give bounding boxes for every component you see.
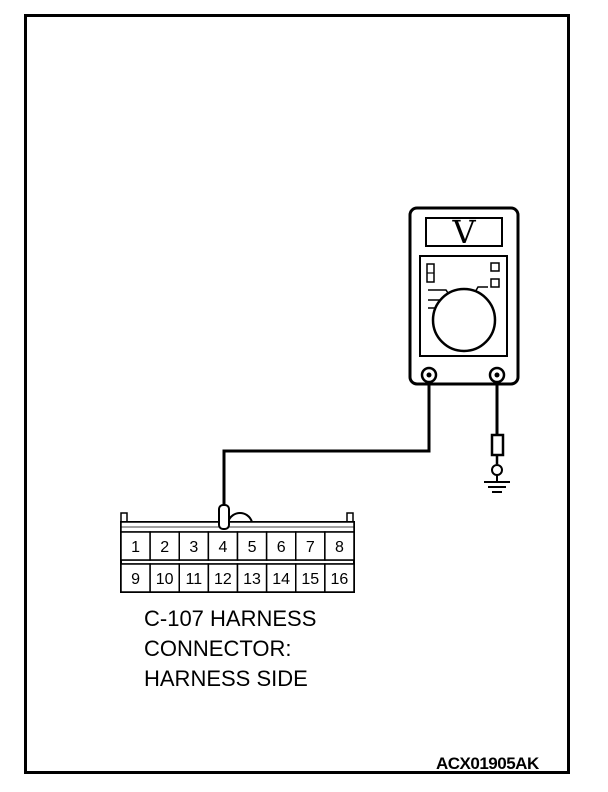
caption-line-1: C-107 HARNESS xyxy=(144,606,317,631)
ground-clip xyxy=(490,433,505,457)
ground-lead xyxy=(484,382,510,493)
pin-label-2: 2 xyxy=(160,539,169,556)
meter-display xyxy=(425,217,503,247)
pin-cell-8 xyxy=(324,531,355,561)
pin-label-3: 3 xyxy=(189,539,198,556)
pin-label-12: 12 xyxy=(214,571,232,588)
pin-label-16: 16 xyxy=(331,571,349,588)
pin-label-7: 7 xyxy=(306,539,315,556)
caption-line-2: CONNECTOR: xyxy=(144,636,292,661)
test-lead-wire xyxy=(222,382,431,508)
probe-loop xyxy=(227,512,253,523)
pin-cell-4 xyxy=(207,531,239,561)
pin-label-4: 4 xyxy=(218,539,227,556)
pin-label-8: 8 xyxy=(335,539,344,556)
pin-label-10: 10 xyxy=(156,571,174,588)
pin-cell-15 xyxy=(295,563,326,593)
caption-line-3: HARNESS SIDE xyxy=(144,666,308,691)
diagram-frame xyxy=(24,14,570,774)
meter-dial-knob xyxy=(431,287,497,353)
pin-label-13: 13 xyxy=(243,571,261,588)
pin-cell-10 xyxy=(149,563,180,593)
pin-label-9: 9 xyxy=(131,571,140,588)
meter-button-mid xyxy=(490,278,500,288)
pin-label-14: 14 xyxy=(272,571,290,588)
pin-label-1: 1 xyxy=(131,539,140,556)
voltmeter: V xyxy=(408,206,520,386)
figure-id: ACX01905AK xyxy=(436,754,539,773)
pin-label-5: 5 xyxy=(248,539,257,556)
pin-cell-12 xyxy=(207,563,239,593)
pin-label-11: 11 xyxy=(186,571,203,588)
pin-label-6: 6 xyxy=(277,539,286,556)
pin-cell-16 xyxy=(324,563,355,593)
pin-label-15: 15 xyxy=(301,571,319,588)
pin-cell-11 xyxy=(178,563,210,593)
pin-cell-7 xyxy=(295,531,326,561)
connector-caption: C-107 HARNESS CONNECTOR: HARNESS SIDE xyxy=(144,604,316,694)
ground-symbol-icon xyxy=(484,475,510,493)
pin-cell-14 xyxy=(265,563,297,593)
meter-button-top xyxy=(490,262,500,272)
pin-cell-2 xyxy=(149,531,180,561)
probe-tip xyxy=(218,504,230,530)
meter-display-text: V xyxy=(451,213,476,251)
pin-cell-3 xyxy=(178,531,210,561)
